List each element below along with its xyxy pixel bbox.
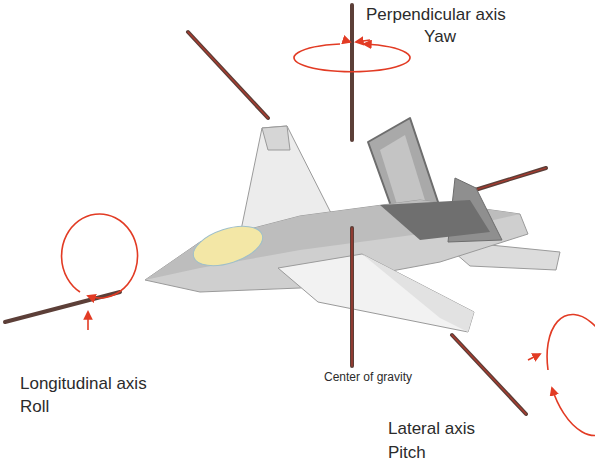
rotation-name: Pitch [388, 444, 426, 463]
roll-arrow-head [87, 312, 89, 330]
yaw-arrow-head-2 [356, 40, 370, 42]
rotation-name: Yaw [424, 28, 456, 47]
rotation-name: Roll [20, 398, 49, 417]
roll-rotation-arrow [62, 214, 138, 298]
pitch-axis-lower [452, 335, 526, 414]
intake-shadow [380, 200, 490, 240]
canopy [189, 219, 268, 274]
yaw-axis-lower [350, 228, 354, 366]
yaw-axis [350, 5, 354, 140]
yaw-rotation-arrow [294, 44, 410, 72]
pitch-arrow-head [528, 354, 540, 360]
far-wing-edge [262, 126, 290, 150]
point-label: Center of gravity [324, 371, 412, 384]
yaw-arrow-head [344, 40, 350, 42]
pitch-axis-highlight [188, 32, 268, 118]
axis-name: Perpendicular axis [366, 6, 506, 25]
roll-axis-highlight [475, 168, 546, 190]
pitch-rotation-arrow [547, 314, 595, 435]
axis-name: Lateral axis [388, 420, 475, 439]
yaw-axis-highlight [351, 228, 352, 366]
roll-axis-front [5, 292, 120, 322]
pitch-axis-lower-highlight [452, 335, 526, 414]
near-wing [278, 254, 474, 332]
axis-name: Longitudinal axis [20, 375, 147, 394]
roll-axis [475, 168, 546, 190]
near-wing-edge [362, 254, 474, 332]
pitch-axis [188, 32, 268, 118]
